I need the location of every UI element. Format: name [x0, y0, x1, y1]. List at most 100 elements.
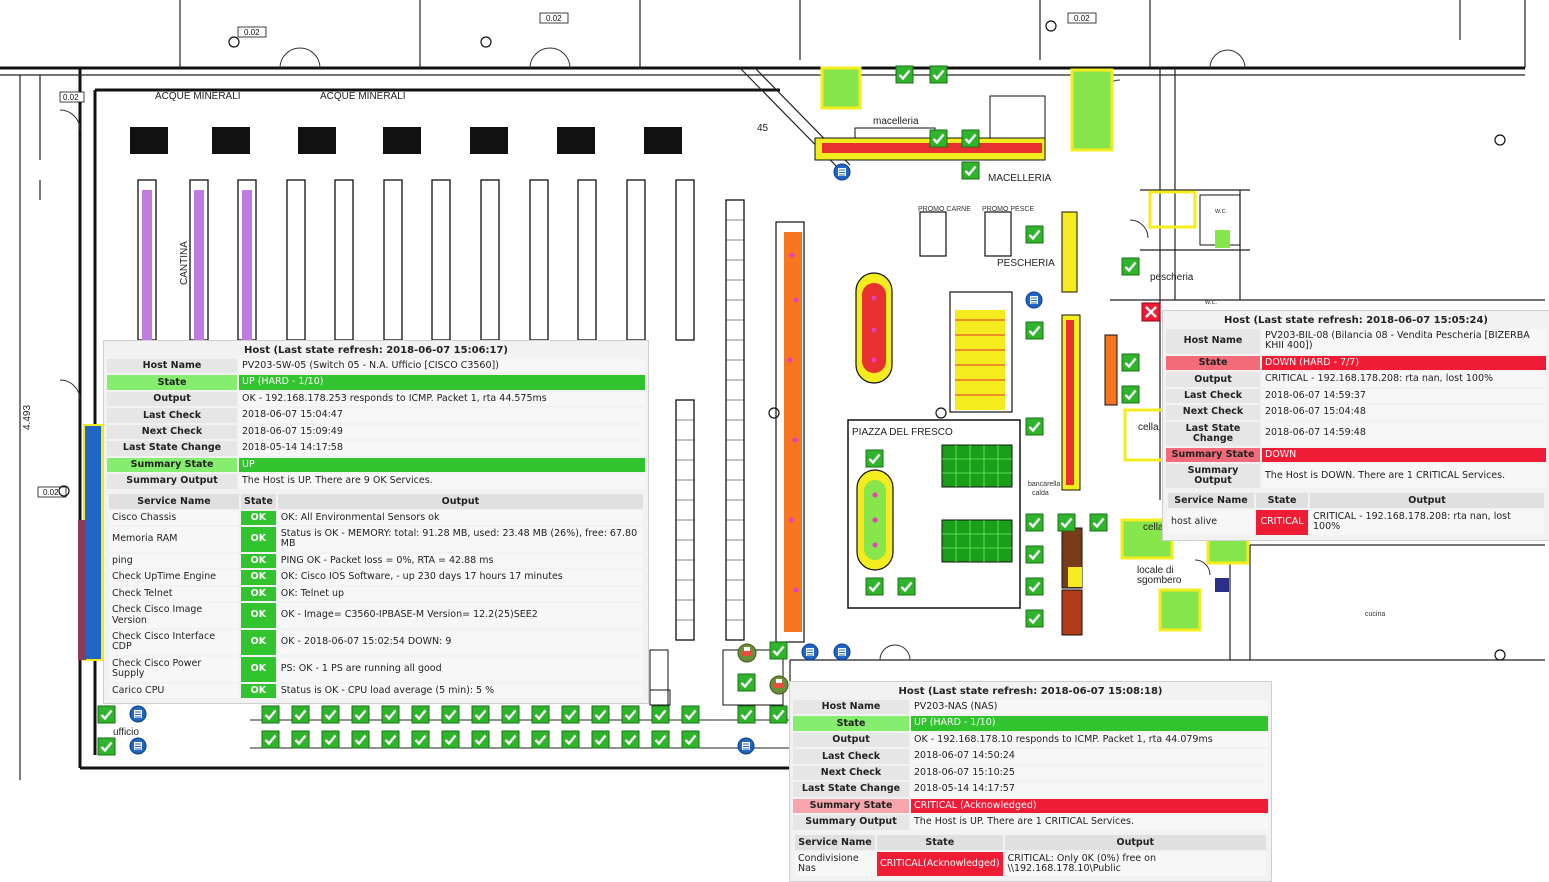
- device-icon[interactable]: [1215, 578, 1229, 592]
- ok-status-icon[interactable]: [530, 704, 551, 725]
- ok-status-icon[interactable]: [928, 128, 949, 149]
- ok-status-icon[interactable]: [440, 704, 461, 725]
- ok-status-icon[interactable]: [928, 64, 949, 85]
- ok-status-icon[interactable]: [1056, 512, 1077, 533]
- ok-status-icon[interactable]: [590, 729, 611, 750]
- ok-status-icon[interactable]: [560, 729, 581, 750]
- printer-icon[interactable]: [769, 675, 789, 695]
- column-header: Service Name: [795, 834, 875, 850]
- ok-status-icon[interactable]: [260, 729, 281, 750]
- label-wc-2: w.c.: [1204, 299, 1217, 306]
- ok-status-icon[interactable]: [680, 704, 701, 725]
- info-value: OK - 192.168.178.253 responds to ICMP. P…: [239, 391, 645, 407]
- ok-status-icon[interactable]: [864, 448, 885, 469]
- ok-status-icon[interactable]: [350, 704, 371, 725]
- ok-status-icon[interactable]: [1024, 224, 1045, 245]
- ok-status-icon[interactable]: [650, 729, 671, 750]
- ok-status-icon[interactable]: [1120, 352, 1141, 373]
- ok-status-icon[interactable]: [500, 729, 521, 750]
- ok-status-icon[interactable]: [1024, 416, 1045, 437]
- ok-status-icon[interactable]: [1024, 544, 1045, 565]
- server-icon[interactable]: [1025, 291, 1043, 309]
- ok-status-icon[interactable]: [1024, 576, 1045, 597]
- server-icon[interactable]: [129, 737, 147, 755]
- ok-status-icon[interactable]: [896, 576, 917, 597]
- server-icon[interactable]: [801, 643, 819, 661]
- ok-status-icon[interactable]: [1024, 608, 1045, 629]
- ok-status-icon[interactable]: [380, 729, 401, 750]
- ok-status-icon[interactable]: [590, 704, 611, 725]
- service-output: Status is OK - MEMORY: total: 91.28 MB, …: [277, 526, 643, 552]
- label-macelleria: macelleria: [873, 116, 919, 127]
- ok-status-icon[interactable]: [350, 729, 371, 750]
- ok-status-icon[interactable]: [320, 729, 341, 750]
- ok-status-icon[interactable]: [894, 64, 915, 85]
- info-value: PV203-BIL-08 (Bilancia 08 - Vendita Pesc…: [1262, 329, 1546, 354]
- info-key: State: [107, 375, 237, 390]
- ok-status-icon[interactable]: [500, 704, 521, 725]
- popup-title: Host (Last state refresh: 2018-06-07 15:…: [898, 686, 1163, 697]
- ok-status-icon[interactable]: [470, 729, 491, 750]
- ok-status-icon[interactable]: [680, 729, 701, 750]
- ok-status-icon[interactable]: [1120, 256, 1141, 277]
- service-output: PS: OK - 1 PS are running all good: [277, 656, 643, 682]
- info-value: PV203-NAS (NAS): [911, 700, 1268, 715]
- printer-icon[interactable]: [737, 643, 757, 663]
- ok-status-icon[interactable]: [380, 704, 401, 725]
- ok-status-icon[interactable]: [1088, 512, 1109, 533]
- ok-status-icon[interactable]: [1024, 320, 1045, 341]
- ok-status-icon[interactable]: [530, 729, 551, 750]
- ok-status-icon[interactable]: [768, 640, 789, 661]
- ok-status-icon[interactable]: [96, 704, 117, 725]
- ok-status-icon[interactable]: [410, 729, 431, 750]
- server-icon[interactable]: [129, 705, 147, 723]
- ok-status-icon[interactable]: [260, 704, 281, 725]
- server-icon[interactable]: [737, 737, 755, 755]
- map-tag-2: 0.02: [546, 14, 562, 23]
- service-state-badge: OK: [241, 553, 276, 569]
- ok-status-icon[interactable]: [560, 704, 581, 725]
- ok-status-icon[interactable]: [650, 704, 671, 725]
- host-popup-nas: Host (Last state refresh: 2018-06-07 15:…: [789, 681, 1272, 882]
- info-value: 2018-06-07 14:59:48: [1262, 421, 1546, 446]
- ok-status-icon[interactable]: [620, 729, 641, 750]
- ok-status-icon[interactable]: [96, 736, 117, 757]
- ok-status-icon[interactable]: [1120, 384, 1141, 405]
- ok-status-icon[interactable]: [290, 729, 311, 750]
- ok-status-icon[interactable]: [864, 576, 885, 597]
- down-status-icon[interactable]: [1141, 302, 1161, 322]
- ok-status-icon[interactable]: [960, 128, 981, 149]
- ok-status-icon[interactable]: [768, 704, 789, 725]
- ok-status-icon[interactable]: [440, 729, 461, 750]
- ok-status-icon[interactable]: [470, 704, 491, 725]
- server-icon[interactable]: [833, 163, 851, 181]
- column-header: Output: [1004, 834, 1266, 850]
- ok-status-icon[interactable]: [1024, 512, 1045, 533]
- service-state-badge: OK: [241, 603, 276, 628]
- label-acque-minerali-2: ACQUE MINERALI: [320, 91, 406, 102]
- label-cucina: cucina: [1365, 611, 1385, 618]
- ok-status-icon[interactable]: [736, 672, 757, 693]
- map-tag-5: 0.02: [43, 488, 59, 497]
- ok-status-icon[interactable]: [620, 704, 641, 725]
- ok-status-icon[interactable]: [410, 704, 431, 725]
- info-key: Summary State: [793, 798, 909, 814]
- info-value: UP: [239, 457, 645, 473]
- service-output: CRITICAL: Only 0K (0%) free on \\192.168…: [1004, 851, 1266, 877]
- ok-status-icon[interactable]: [320, 704, 341, 725]
- info-key: Last Check: [107, 408, 237, 423]
- info-key: Summary State: [1166, 447, 1260, 462]
- ok-status-icon[interactable]: [290, 704, 311, 725]
- ok-status-icon[interactable]: [960, 160, 981, 181]
- ok-status-icon[interactable]: [736, 704, 757, 725]
- info-key: Last State Change: [107, 441, 237, 456]
- server-icon[interactable]: [833, 643, 851, 661]
